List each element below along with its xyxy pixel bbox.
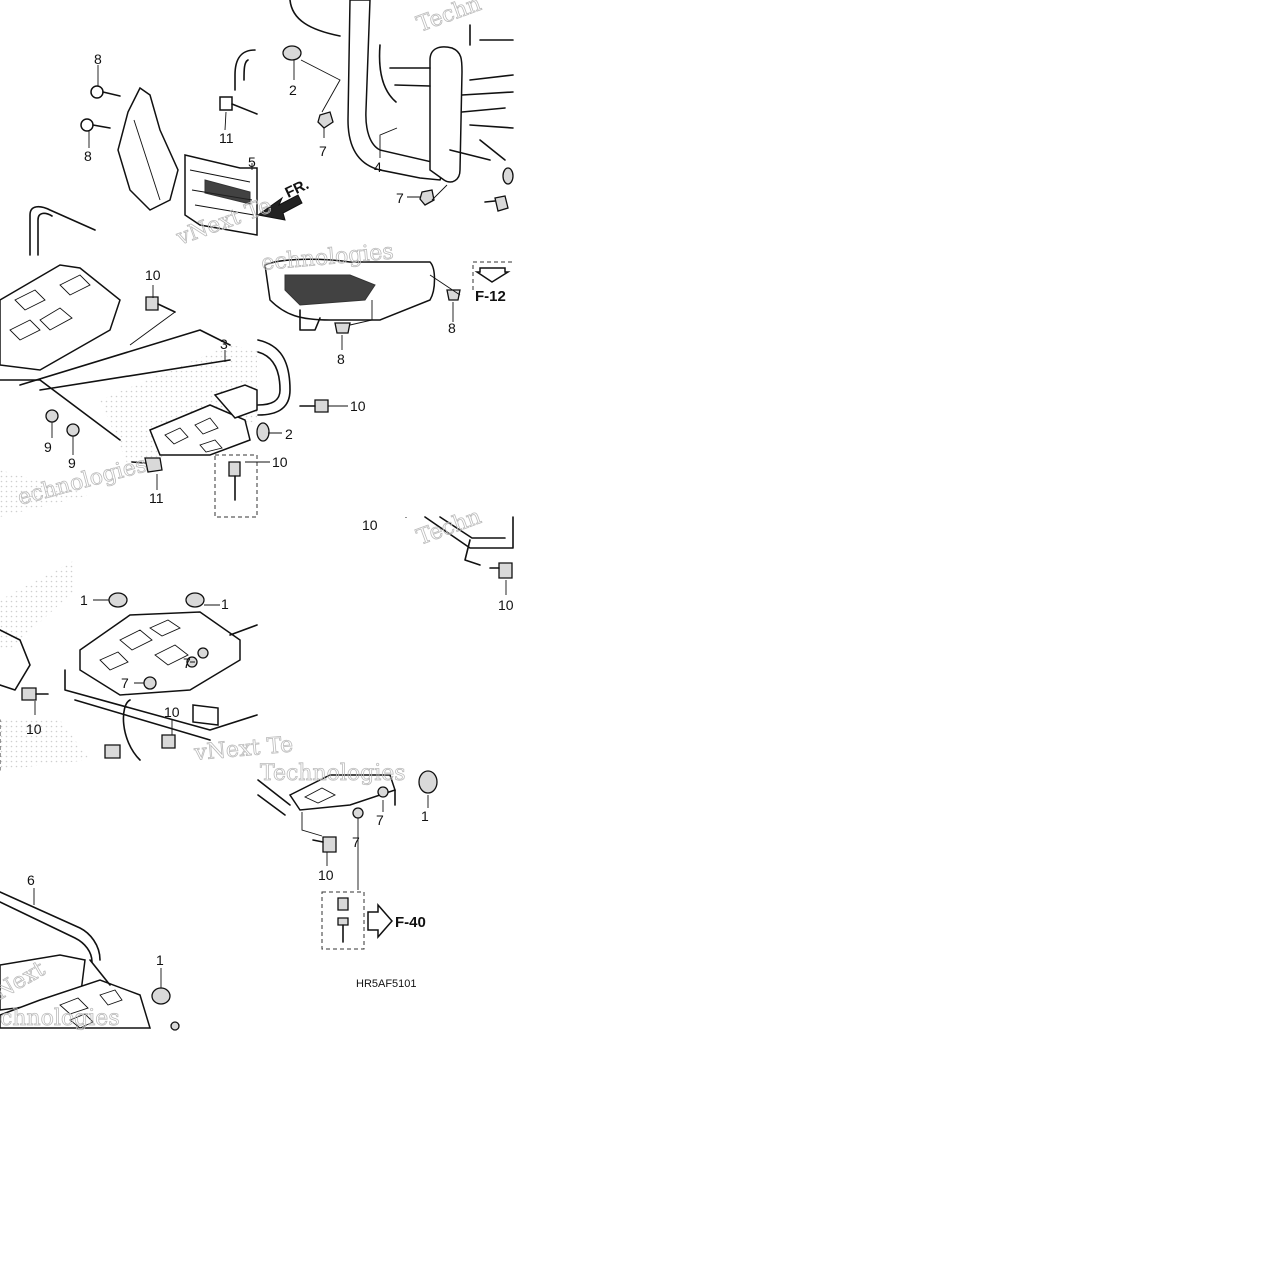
- bolt-icon: [299, 399, 329, 413]
- callout-5: 5: [248, 154, 256, 170]
- callout-10: 10: [498, 597, 514, 613]
- callout-1: 1: [156, 952, 164, 968]
- callout-1: 1: [421, 808, 429, 824]
- callout-10: 10: [26, 721, 42, 737]
- callout-8: 8: [84, 148, 92, 164]
- tile-front-bumper: 2 7 4 7 Techn: [282, 0, 514, 212]
- bolt-icon: [131, 296, 241, 501]
- tile-rear-bracket: 10 10 Techn: [362, 504, 514, 613]
- callout-7: 7: [396, 190, 404, 206]
- callout-10: 10: [318, 867, 334, 883]
- tile-rear-carrier: 1 1 7 7 10 10 vNext Te: [0, 560, 294, 771]
- callout-10: 10: [164, 704, 180, 720]
- bolt-icon: [489, 562, 513, 579]
- callout-9: 9: [44, 439, 52, 455]
- reference-arrow-icon: [474, 267, 511, 283]
- callout-11: 11: [149, 490, 164, 506]
- callout-10: 10: [272, 454, 288, 470]
- rubber-cap-icon: [108, 592, 205, 608]
- callout-8: 8: [337, 351, 345, 367]
- callout-7: 7: [352, 834, 360, 850]
- rubber-cap-icon: [151, 987, 171, 1005]
- tile-front-cover: FR. 8 8 11 5 vNext Te: [29, 49, 312, 256]
- callout-3: 3: [220, 336, 228, 352]
- callout-10: 10: [350, 398, 366, 414]
- watermark: chnologies: [0, 1006, 120, 1031]
- reference-f12: F-12: [475, 288, 506, 305]
- watermark: echnologies: [15, 452, 150, 510]
- nut-icon: [45, 409, 80, 437]
- bolt-icon: [312, 836, 337, 853]
- callout-1: 1: [221, 596, 229, 612]
- callout-11: 11: [219, 130, 234, 146]
- front-direction-arrow-icon: [256, 194, 303, 221]
- reference-arrow-icon: [367, 903, 393, 939]
- bolt-icon: [337, 897, 349, 943]
- callout-8: 8: [94, 51, 102, 67]
- tile-rear-frame: 6 1 Next chnologies: [0, 872, 180, 1031]
- fastener-clip-icon: [334, 289, 461, 334]
- callout-2: 2: [289, 82, 297, 98]
- callout-9: 9: [68, 455, 76, 471]
- reference-f40: F-40: [395, 914, 426, 931]
- callout-7: 7: [376, 812, 384, 828]
- watermark: Techn: [414, 504, 485, 550]
- callout-6: 6: [27, 872, 35, 888]
- callout-10: 10: [145, 267, 161, 283]
- tile-front-carrier: 10 3 9 9 11 echnologies: [0, 264, 282, 518]
- watermark: Technologies: [260, 761, 406, 786]
- fastener-clip-icon: [80, 85, 258, 132]
- rubber-cap-icon: [418, 770, 438, 794]
- rubber-cap-icon: [256, 422, 270, 442]
- diagram-code: HR5AF5101: [356, 978, 417, 990]
- callout-4: 4: [374, 159, 382, 175]
- callout-7: 7: [319, 143, 327, 159]
- tile-rear-mount: F-40 7 7 1 10 HR5AF5101 Technologies: [257, 761, 438, 990]
- callout-8: 8: [448, 320, 456, 336]
- callout-2: 2: [285, 426, 293, 442]
- nut-icon: [317, 111, 435, 206]
- callout-7: 7: [183, 655, 191, 671]
- tile-side-cover: F-12 8 8 10 2 10 echnologies: [257, 239, 515, 470]
- bolt-icon: [484, 167, 514, 212]
- nut-icon: [143, 647, 209, 690]
- callout-10: 10: [362, 517, 378, 533]
- bolt-icon: [21, 687, 176, 759]
- callout-1: 1: [80, 592, 88, 608]
- callout-7: 7: [121, 675, 129, 691]
- direction-label: FR.: [283, 176, 312, 202]
- rubber-cap-icon: [282, 45, 302, 61]
- watermark: Techn: [414, 0, 485, 38]
